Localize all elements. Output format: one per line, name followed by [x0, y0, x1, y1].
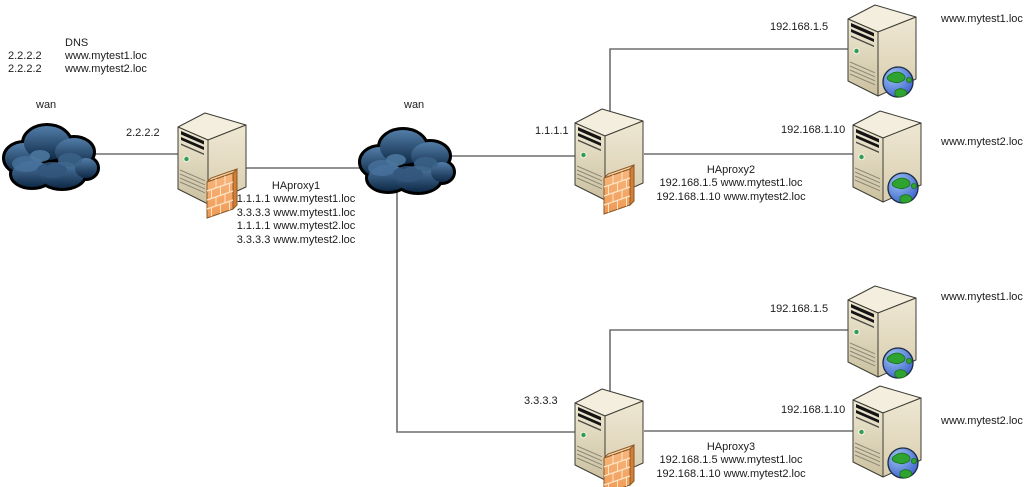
cloud-icon — [358, 116, 456, 200]
link-haproxy3-web3 — [609, 329, 852, 400]
globe-icon — [882, 347, 914, 379]
wan-cloud-1 — [2, 112, 100, 196]
haproxy3-rule: 192.168.1.5 www.mytest1.loc — [659, 454, 803, 467]
link-haproxy2-web1 — [609, 48, 852, 120]
link-label-1111: 1.1.1.1 — [535, 125, 569, 137]
dns-title: DNS — [65, 37, 89, 49]
link-label-192168110-bottom: 192.168.1.10 — [781, 404, 846, 416]
globe-icon — [887, 172, 919, 204]
haproxy3-name: HAproxy3 — [706, 441, 756, 453]
haproxy3-caption: HAproxy3 192.168.1.5 www.mytest1.loc 192… — [651, 441, 811, 481]
dns-note: DNS 2.2.2.2 www.mytest1.loc 2.2.2.2 www.… — [8, 37, 147, 76]
haproxy2-rule: 192.168.1.5 www.mytest1.loc — [659, 177, 803, 190]
web-server-1 — [845, 2, 921, 102]
dns-ip: 2.2.2.2 — [8, 50, 42, 62]
dns-host: www.mytest1.loc — [65, 50, 147, 62]
server-firewall-icon — [574, 388, 644, 487]
web-server-4 — [850, 383, 926, 483]
wan2-label: wan — [404, 99, 425, 111]
server-globe-icon — [847, 285, 917, 379]
cloud-icon — [2, 112, 100, 196]
link-label-2222: 2.2.2.2 — [126, 127, 160, 139]
link-label-3333: 3.3.3.3 — [524, 395, 558, 407]
dns-row: 2.2.2.2 www.mytest2.loc — [8, 63, 147, 76]
link-label-19216815-top: 192.168.1.5 — [770, 21, 829, 33]
web-server-1-label: www.mytest1.loc — [941, 13, 1023, 25]
link-wan2-haproxy3 — [396, 185, 578, 433]
server-globe-icon — [852, 385, 922, 479]
web-server-3 — [845, 283, 921, 383]
haproxy1-rule: 1.1.1.1 www.mytest2.loc — [236, 220, 356, 233]
wan-cloud-2 — [358, 116, 456, 200]
haproxy2-caption: HAproxy2 192.168.1.5 www.mytest1.loc 192… — [651, 164, 811, 204]
haproxy2-rule: 192.168.1.10 www.mytest2.loc — [656, 190, 806, 203]
server-globe-icon — [852, 110, 922, 204]
server-globe-icon — [847, 4, 917, 98]
dns-host: www.mytest2.loc — [65, 63, 147, 75]
link-label-192168110-top: 192.168.1.10 — [781, 124, 846, 136]
haproxy2-name: HAproxy2 — [706, 164, 756, 176]
dns-row: 2.2.2.2 www.mytest1.loc — [8, 50, 147, 63]
server-firewall-icon — [574, 108, 644, 215]
web-server-4-label: www.mytest2.loc — [941, 415, 1023, 427]
haproxy1-name: HAproxy1 — [271, 180, 321, 192]
haproxy1-rule: 3.3.3.3 www.mytest2.loc — [236, 233, 356, 246]
haproxy1-caption: HAproxy1 1.1.1.1 www.mytest1.loc 3.3.3.3… — [231, 180, 361, 247]
dns-ip: 2.2.2.2 — [8, 63, 42, 75]
haproxy2-node — [572, 106, 648, 218]
haproxy3-node — [572, 386, 648, 487]
haproxy1-rule: 3.3.3.3 www.mytest1.loc — [236, 206, 356, 219]
globe-icon — [887, 447, 919, 479]
web-server-2 — [850, 108, 926, 208]
web-server-2-label: www.mytest2.loc — [941, 136, 1023, 148]
haproxy3-rule: 192.168.1.10 www.mytest2.loc — [656, 467, 806, 480]
haproxy1-rule: 1.1.1.1 www.mytest1.loc — [236, 193, 356, 206]
globe-icon — [882, 66, 914, 98]
wan1-label: wan — [36, 99, 57, 111]
web-server-3-label: www.mytest1.loc — [941, 291, 1023, 303]
link-label-19216815-bottom: 192.168.1.5 — [770, 303, 829, 315]
